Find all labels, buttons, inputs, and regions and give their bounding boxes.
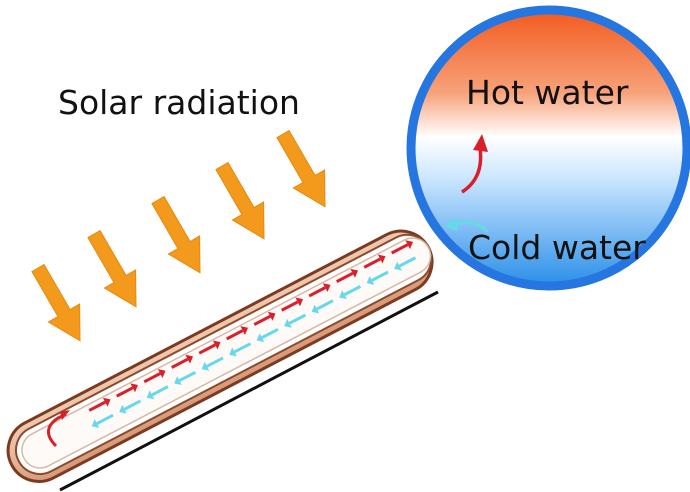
flow-arrows <box>47 240 417 448</box>
sun-arrow-icon <box>215 161 265 240</box>
water-tank <box>406 5 690 291</box>
cold-flow-arrow-icon <box>394 256 417 271</box>
hot-flow-arrow-icon <box>281 297 304 312</box>
hot-flow-arrow-icon <box>88 397 111 412</box>
cold-flow-arrow-icon <box>229 342 252 357</box>
hot-flow-arrow-icon <box>253 311 276 326</box>
tube-inner-channel <box>21 237 432 469</box>
cold-flow-arrow-icon <box>201 356 224 371</box>
cold-flow-arrow-icon <box>366 270 389 285</box>
sun-arrow-icon <box>151 195 201 274</box>
turnaround-arrow-icon <box>47 412 67 448</box>
sun-arrow-icon <box>31 263 81 342</box>
cold-flow-arrow-icon <box>146 385 169 400</box>
hot-flow-arrow-icon <box>116 383 139 398</box>
cold-flow-curve-arrowhead <box>444 217 458 231</box>
hot-flow-arrow-icon <box>171 354 194 369</box>
cold-flow-arrow-icon <box>311 299 334 314</box>
hot-flow-arrow-icon <box>226 326 249 341</box>
cold-flow-arrow-icon <box>339 285 362 300</box>
sun-arrow-icon <box>276 129 326 208</box>
turnaround-arrowhead-icon <box>60 410 70 420</box>
hot-flow-arrow-icon <box>363 254 386 269</box>
hot-flow-curve-arrowhead <box>473 134 488 152</box>
cold-flow-arrow-icon <box>174 370 197 386</box>
hot-flow-curve-arrow <box>461 147 483 194</box>
hot-flow-arrow-icon <box>336 268 359 283</box>
hot-flow-arrow-icon <box>198 340 221 355</box>
hot-flow-arrow-icon <box>143 369 166 384</box>
hot-flow-arrow-icon <box>391 240 413 255</box>
solar-radiation-arrows <box>31 129 326 342</box>
hot-water-label: Hot water <box>466 73 629 112</box>
solar-radiation-label: Solar radiation <box>58 83 300 122</box>
shadow-line <box>59 290 439 492</box>
sun-arrow-icon <box>87 229 137 308</box>
cold-flow-arrow-icon <box>256 328 279 343</box>
cold-flow-arrow-icon <box>119 399 142 414</box>
cold-water-label: Cold water <box>468 228 646 267</box>
hot-flow-arrow-icon <box>308 283 331 298</box>
cold-flow-arrow-icon <box>91 413 114 428</box>
cold-flow-arrow-icon <box>284 313 307 328</box>
